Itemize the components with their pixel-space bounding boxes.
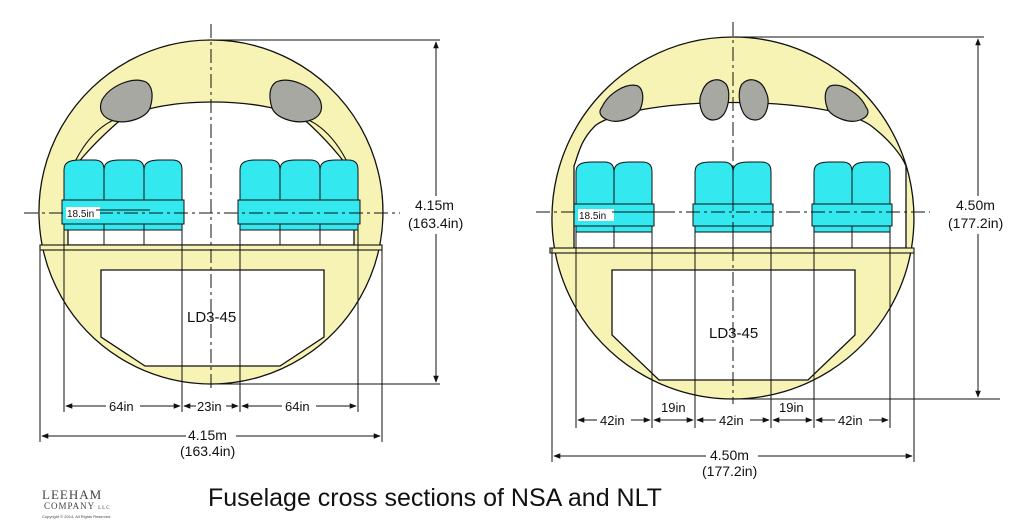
nsa-seat-width-label: 18.5in xyxy=(67,209,94,220)
nlt-seat-block-center xyxy=(692,161,774,248)
nlt-bin-inner-right xyxy=(738,79,769,121)
nlt-bay-right-dim: 42in xyxy=(838,413,863,428)
nlt-bin-outer-left xyxy=(599,84,644,122)
nlt-aisle-left-dim: 19in xyxy=(661,400,686,415)
nlt-height-label: 4.50m xyxy=(956,197,995,213)
nlt-section: 18.5in LD3-45 42in 19in 42in 19in 42in xyxy=(536,22,1010,479)
nlt-fuselage-ring xyxy=(551,36,915,400)
nsa-width-sub: (163.4in) xyxy=(180,443,235,459)
nsa-bin-right xyxy=(269,79,323,123)
nlt-seat-block-right xyxy=(811,161,893,248)
nsa-bay-left-dim: 64in xyxy=(109,399,134,414)
nlt-height-sub: (177.2in) xyxy=(948,215,1003,231)
nsa-width-label: 4.15m xyxy=(188,427,227,443)
nsa-aisle-dim: 23in xyxy=(197,399,222,414)
nsa-section: 18.5in LD3-45 64in 23in 64in 4.15m (163.… xyxy=(24,24,463,459)
nsa-height-sub: (163.4in) xyxy=(408,215,463,231)
logo-copyright: Copyright © 2014, All Rights Reserved xyxy=(42,514,111,519)
nlt-width-sub: (177.2in) xyxy=(702,463,757,479)
nlt-seat-block-left xyxy=(573,161,655,248)
leeham-logo: LEEHAM COMPANY LLC Copyright © 2014, All… xyxy=(42,488,152,520)
logo-line2: COMPANY xyxy=(44,501,95,511)
nsa-bay-right-dim: 64in xyxy=(285,399,310,414)
nsa-cargo-label: LD3-45 xyxy=(187,309,236,326)
nsa-bin-left xyxy=(99,79,153,123)
nlt-seat-width-label: 18.5in xyxy=(579,211,606,222)
nlt-bin-outer-right xyxy=(824,84,869,122)
logo-suffix: LLC xyxy=(98,506,111,511)
nlt-width-label: 4.50m xyxy=(710,447,749,463)
nsa-seat-block-right xyxy=(237,159,361,245)
logo-line1: LEEHAM xyxy=(42,487,103,502)
nlt-cargo-label: LD3-45 xyxy=(709,325,758,342)
figure-caption: Fuselage cross sections of NSA and NLT xyxy=(208,484,662,512)
nsa-height-label: 4.15m xyxy=(415,197,454,213)
nlt-aisle-right-dim: 19in xyxy=(779,400,804,415)
nlt-bin-inner-left xyxy=(699,79,730,121)
nlt-bay-center-dim: 42in xyxy=(719,413,744,428)
nlt-bay-left-dim: 42in xyxy=(600,413,625,428)
nlt-floor xyxy=(549,247,915,254)
nsa-seat-block-left xyxy=(61,159,185,245)
